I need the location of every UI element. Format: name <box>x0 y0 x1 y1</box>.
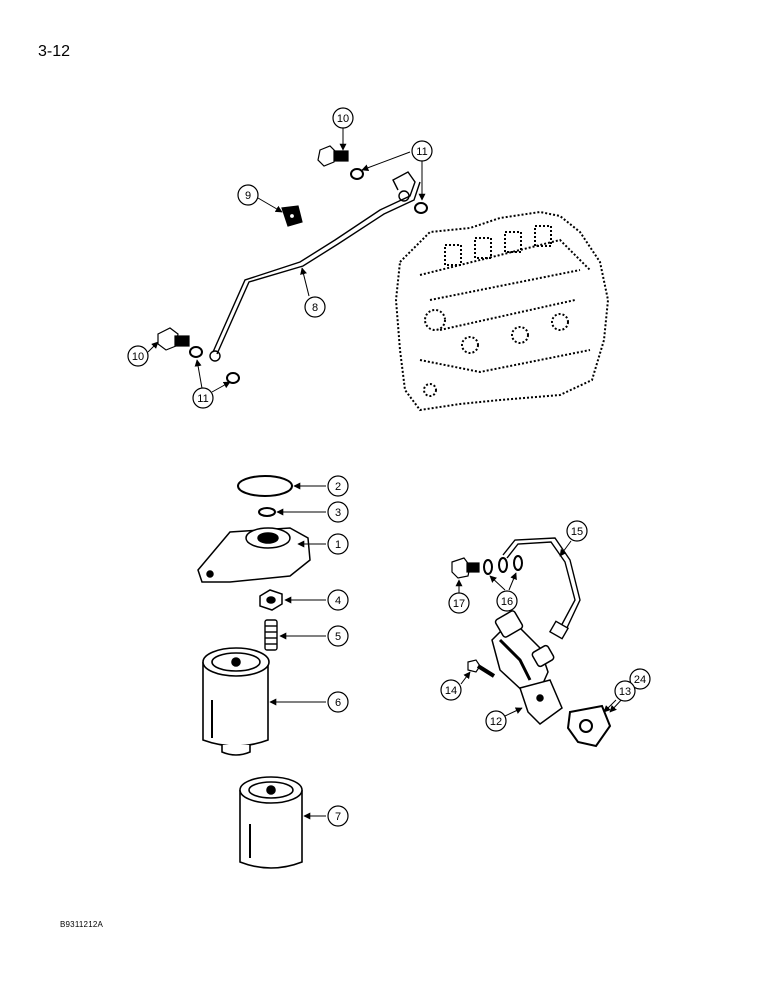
fuel-lift-pump-12 <box>491 610 563 725</box>
banjo-bolt-10-top <box>317 145 349 167</box>
callout-9: 9 <box>237 184 259 206</box>
svg-text:8: 8 <box>312 302 318 314</box>
banjo-bolt-10-bottom <box>157 327 190 351</box>
fuel-filter-7 <box>239 776 303 869</box>
svg-text:11: 11 <box>416 146 427 158</box>
callout-24: 24 <box>629 668 651 690</box>
figure-code: B9311212A <box>60 920 104 929</box>
svg-text:5: 5 <box>335 631 341 643</box>
callout-15: 15 <box>566 520 588 542</box>
threaded-adapter-5 <box>264 619 278 651</box>
fuel-filter-6 <box>202 647 270 756</box>
callout-3: 3 <box>327 501 349 523</box>
callout-1: 1 <box>327 533 349 555</box>
clip-9 <box>281 205 303 227</box>
svg-text:7: 7 <box>335 811 341 823</box>
callout-17: 17 <box>448 592 470 614</box>
callout-4: 4 <box>327 589 349 611</box>
callout-13: 13 <box>614 680 636 702</box>
svg-text:1: 1 <box>335 539 341 551</box>
banjo-bolt-17 <box>451 557 480 579</box>
callout-16: 16 <box>496 590 518 612</box>
svg-text:10: 10 <box>132 351 144 363</box>
svg-text:16: 16 <box>501 596 513 608</box>
svg-text:10: 10 <box>337 113 349 125</box>
sealing-ring-3 <box>258 507 276 517</box>
callout-10-top: 10 <box>332 107 354 129</box>
svg-text:3: 3 <box>335 507 341 519</box>
callout-6: 6 <box>327 691 349 713</box>
callout-10-bottom: 10 <box>127 345 149 367</box>
engine-block-outline <box>394 210 610 412</box>
svg-text:12: 12 <box>490 716 502 728</box>
callout-11-bottom: 11 <box>192 387 214 409</box>
callout-2: 2 <box>327 475 349 497</box>
svg-text:13: 13 <box>619 686 631 698</box>
sealing-washers-11 <box>189 168 428 384</box>
page-number: 3-12 <box>38 43 71 60</box>
svg-text:6: 6 <box>335 697 341 709</box>
svg-text:2: 2 <box>335 481 341 493</box>
callout-8: 8 <box>304 296 326 318</box>
svg-text:11: 11 <box>197 393 208 405</box>
callout-5: 5 <box>327 625 349 647</box>
mounting-bolt-14 <box>467 659 496 678</box>
svg-text:17: 17 <box>453 598 465 610</box>
fuel-line-8 <box>209 171 421 362</box>
callouts: 10 11 9 8 10 11 <box>127 107 651 827</box>
sealing-washers-16 <box>483 555 523 575</box>
filter-head-1 <box>197 527 311 583</box>
svg-text:9: 9 <box>245 190 251 202</box>
callout-11-top: 11 <box>411 140 433 162</box>
svg-text:24: 24 <box>634 674 646 686</box>
svg-text:15: 15 <box>571 526 583 538</box>
callout-7: 7 <box>327 805 349 827</box>
svg-text:14: 14 <box>445 685 457 697</box>
o-ring-2 <box>237 475 293 497</box>
gasket-13 <box>566 704 612 748</box>
hex-nut-4 <box>259 589 283 611</box>
svg-text:4: 4 <box>335 595 341 607</box>
callout-14: 14 <box>440 679 462 701</box>
callout-12: 12 <box>485 710 507 732</box>
